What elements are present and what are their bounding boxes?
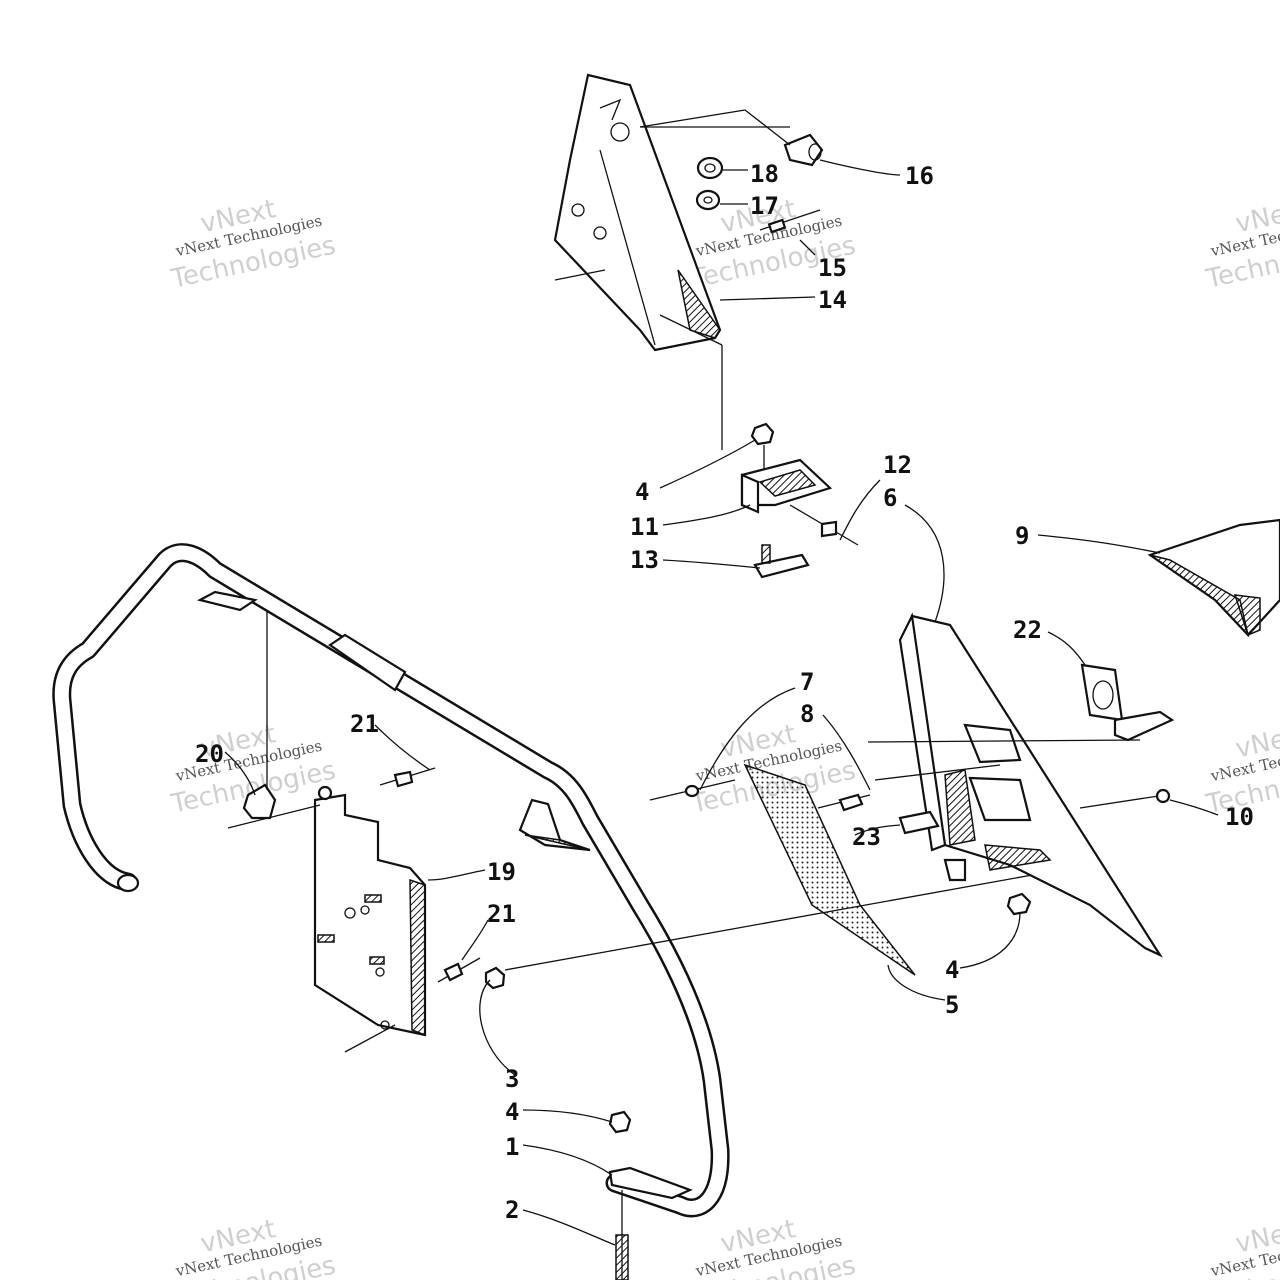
bushing-part-16 — [783, 133, 824, 167]
callout-4-lower: 4 — [505, 1098, 519, 1126]
triangle-plate-part-6 — [898, 612, 1163, 958]
bolt-part-12 — [789, 504, 859, 546]
callout-9: 9 — [1015, 522, 1029, 550]
callout-20: 20 — [195, 740, 224, 768]
callout-21-upper: 21 — [350, 710, 379, 738]
rivet-part-7 — [649, 779, 736, 801]
right-assembly-lines — [867, 739, 1141, 781]
rivet-part-15 — [759, 209, 821, 234]
bumper-tube-part-1 — [52, 543, 730, 1218]
callout-18: 18 — [750, 160, 779, 188]
callout-labels: 18 17 15 14 16 4 11 13 12 6 9 22 7 8 10 … — [195, 160, 1254, 1224]
upper-assembly-lines — [554, 109, 791, 450]
callout-13: 13 — [630, 546, 659, 574]
left-assembly-lines — [266, 612, 396, 1053]
callout-15: 15 — [818, 254, 847, 282]
rivet-part-8 — [817, 793, 871, 812]
plate-part-19 — [313, 785, 427, 1037]
nut-part-4-lower — [608, 1110, 632, 1134]
bolt-part-10 — [1079, 788, 1171, 809]
callout-4-upper: 4 — [635, 478, 649, 506]
upper-plate-part-14 — [553, 73, 722, 352]
bracket-part-11 — [740, 458, 833, 514]
callout-23: 23 — [852, 823, 881, 851]
nut-part-4-right — [1006, 892, 1032, 916]
callout-6: 6 — [883, 484, 897, 512]
nut-part-18 — [696, 156, 724, 180]
callout-16: 16 — [905, 162, 934, 190]
callout-7: 7 — [800, 668, 814, 696]
callout-4-right: 4 — [945, 956, 959, 984]
callout-1: 1 — [505, 1133, 519, 1161]
assembly-line-cross — [504, 869, 1061, 971]
panel-part-5 — [743, 763, 916, 976]
callout-11: 11 — [630, 513, 659, 541]
callout-8: 8 — [800, 700, 814, 728]
callout-2: 2 — [505, 1196, 519, 1224]
callout-14: 14 — [818, 286, 847, 314]
washer-part-17 — [695, 189, 721, 211]
clip-part-20 — [227, 783, 321, 829]
leader-lines — [224, 159, 1219, 1246]
callout-3: 3 — [505, 1065, 519, 1093]
wedge-part-9 — [1147, 518, 1280, 638]
nut-part-3 — [484, 966, 506, 990]
pad-part-23 — [898, 810, 940, 835]
watermark-top-left: vNext vNext Technologies Technologies — [168, 194, 339, 295]
watermark-bottom-right: vNext vNext Technologies Technologies — [1203, 1214, 1280, 1280]
callout-12: 12 — [883, 451, 912, 479]
watermark-bottom-center: vNext vNext Technologies Technologies — [688, 1214, 859, 1280]
callout-17: 17 — [750, 192, 779, 220]
watermark-top-right: vNext vNext Technologies Technologies — [1203, 194, 1280, 295]
callout-10: 10 — [1225, 803, 1254, 831]
callout-5: 5 — [945, 991, 959, 1019]
callout-19: 19 — [487, 858, 516, 886]
plate-part-13 — [753, 544, 810, 579]
callout-21-lower: 21 — [487, 900, 516, 928]
watermark-bottom-left: vNext vNext Technologies Technologies — [168, 1214, 339, 1280]
rivet-part-21-lower — [437, 957, 481, 983]
rivet-part-21-upper — [379, 767, 436, 788]
bracket-part-22 — [1080, 663, 1175, 742]
bolt-part-2 — [615, 1190, 629, 1280]
callout-22: 22 — [1013, 616, 1042, 644]
